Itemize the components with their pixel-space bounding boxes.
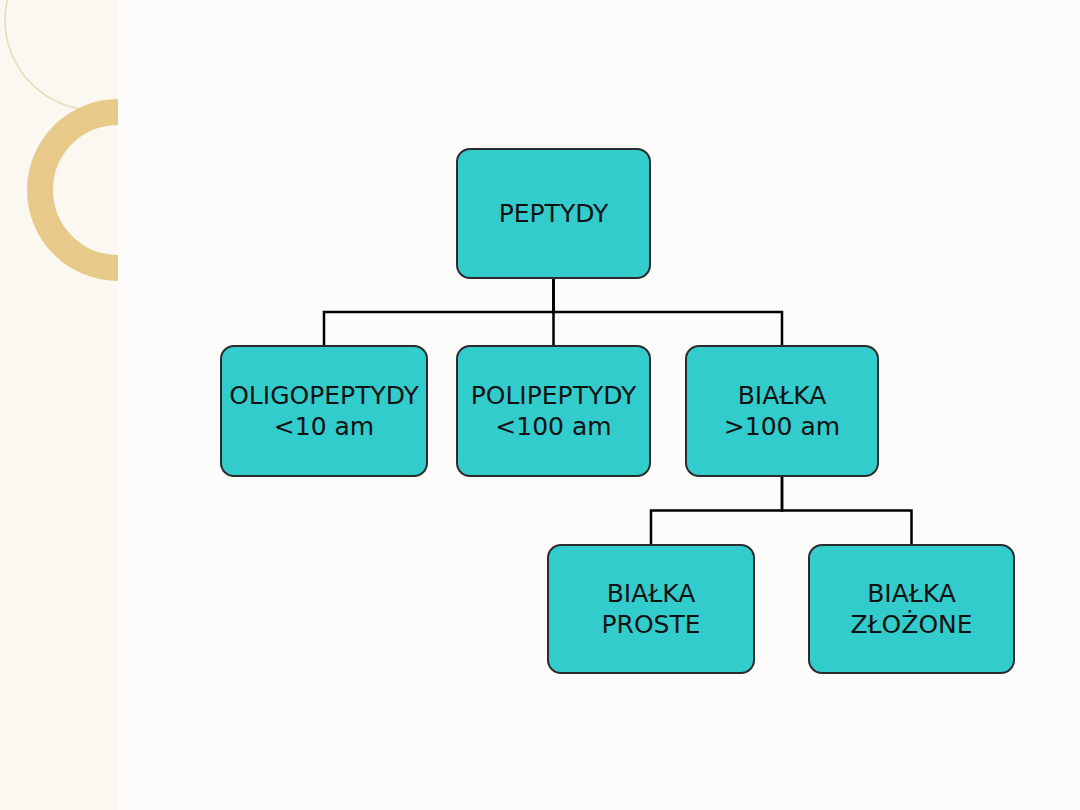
process-box: BIAŁKA>100 am	[685, 345, 879, 477]
connector	[782, 477, 912, 544]
process-box: OLIGOPEPTYDY<10 am	[220, 345, 428, 477]
node-label: PEPTYDY	[499, 198, 609, 229]
process-box: PEPTYDY	[456, 148, 651, 279]
process-box: POLIPEPTYDY<100 am	[456, 345, 651, 477]
node-label: OLIGOPEPTYDY	[229, 380, 419, 411]
node-label: >100 am	[724, 411, 840, 442]
connector	[651, 477, 782, 544]
connector	[324, 279, 554, 345]
node-label: BIAŁKA	[738, 380, 827, 411]
node-label: POLIPEPTYDY	[471, 380, 637, 411]
node-label: BIAŁKA ZŁOŻONE	[810, 578, 1013, 641]
ground	[118, 0, 1080, 810]
node-label: <10 am	[274, 411, 374, 442]
process-box: BIAŁKA PROSTE	[547, 544, 755, 674]
node-label: BIAŁKA PROSTE	[549, 578, 753, 641]
process-box: BIAŁKA ZŁOŻONE	[808, 544, 1015, 674]
node-label: <100 am	[495, 411, 611, 442]
connector	[554, 279, 783, 345]
